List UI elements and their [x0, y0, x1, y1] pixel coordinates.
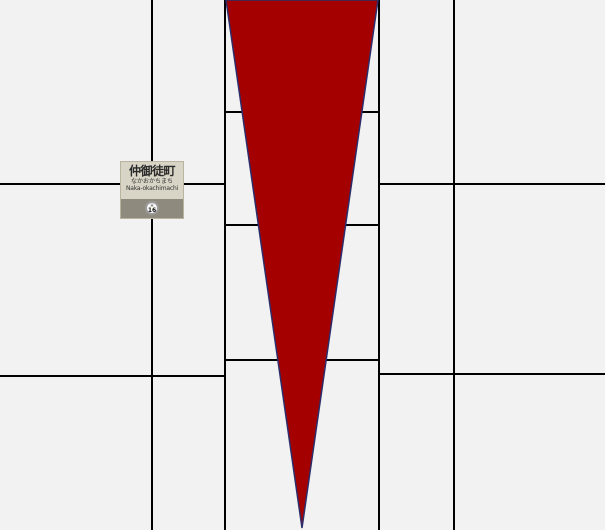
station-code-band: H 16 — [121, 199, 183, 218]
station-name-japanese: 仲御徒町 — [128, 164, 176, 178]
station-name-kana: なかおかちまち — [130, 178, 173, 185]
station-number-icon: H 16 — [145, 201, 159, 215]
direction-marker-icon[interactable] — [225, 0, 379, 529]
station-line-letter: H — [150, 203, 154, 208]
station-sign[interactable]: 仲御徒町 なかおかちまち Naka-okachimachi H 16 — [120, 161, 184, 219]
station-name-romaji: Naka-okachimachi — [125, 185, 179, 192]
station-number: 16 — [147, 207, 157, 214]
